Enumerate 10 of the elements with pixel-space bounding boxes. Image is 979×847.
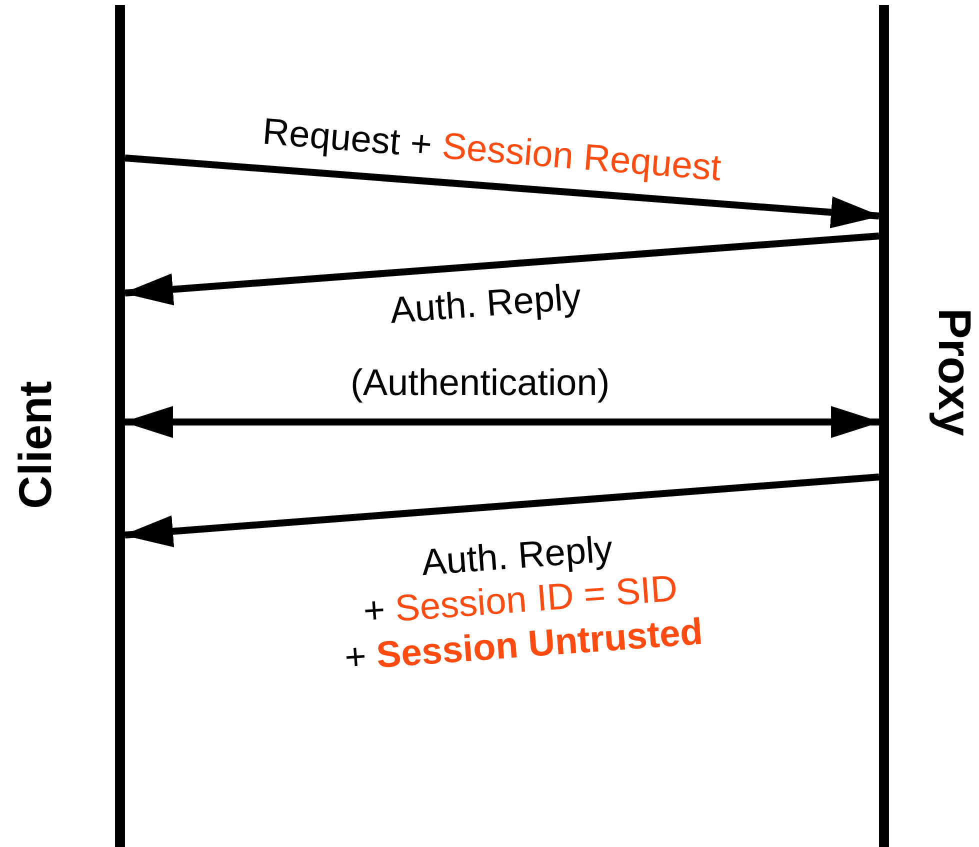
arrow [123, 474, 880, 548]
edge-label: Auth. Reply [388, 275, 582, 333]
participant-label: Proxy [932, 308, 978, 436]
edge-label: Request + Session Request [260, 110, 723, 190]
arrow [124, 154, 881, 228]
arrow [123, 232, 880, 306]
arrow [123, 406, 881, 438]
edge-label: Auth. Reply + Session ID = SID + Session Untrusted [342, 526, 704, 680]
edge-label: (Authentication) [350, 361, 610, 405]
participant-label: Client [12, 381, 58, 509]
